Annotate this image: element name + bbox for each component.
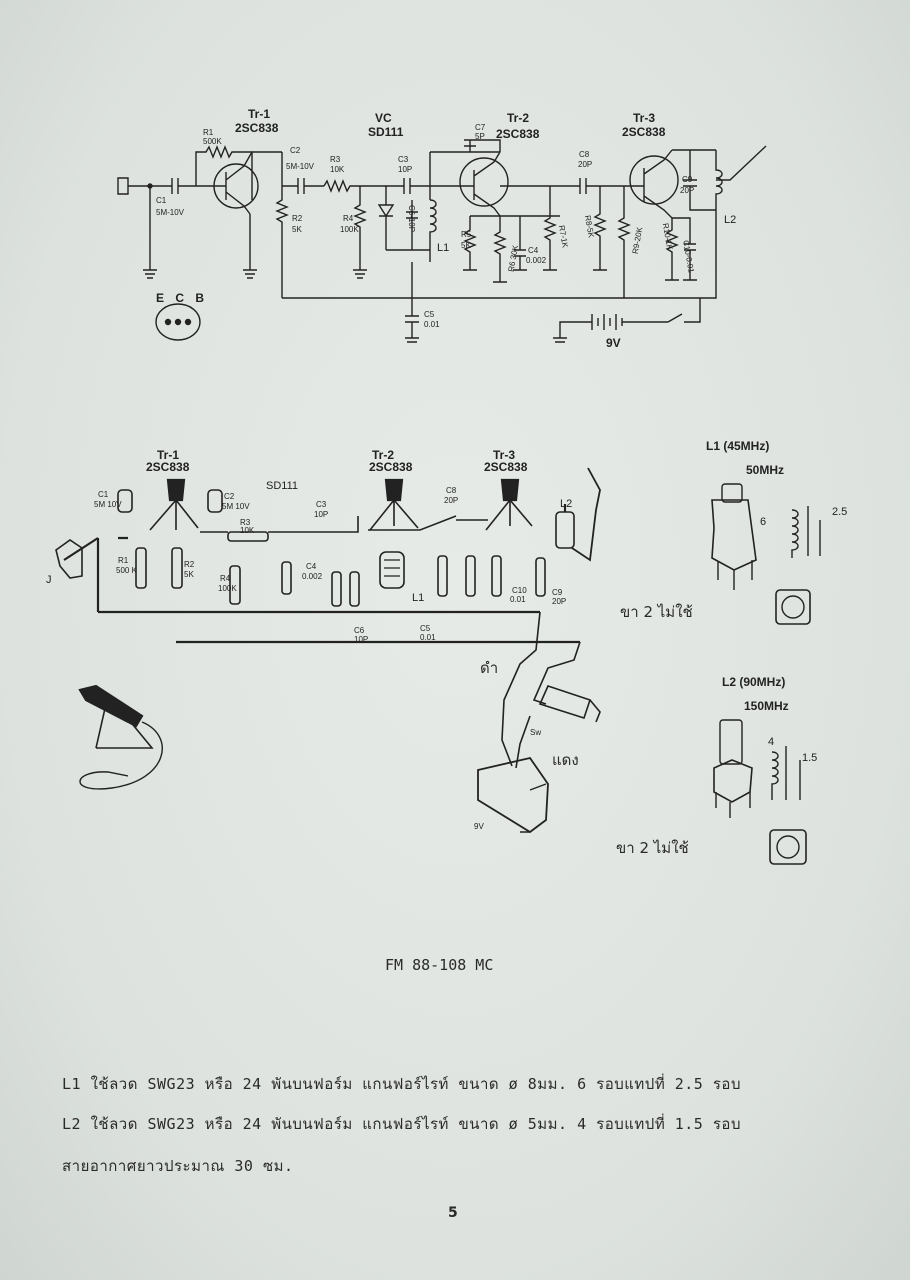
pic-c3-value: 10P [314, 510, 329, 519]
pic-r2-label: R2 [184, 560, 195, 569]
figure-caption: FM 88-108 MC [385, 956, 494, 974]
c2-value: 5M-10V [286, 162, 315, 171]
l2-label: L2 [724, 214, 737, 226]
pic-c8-label: C8 [446, 486, 457, 495]
pic-r1-value: 500 K [116, 566, 137, 575]
c1-label: C1 [156, 196, 167, 205]
l1-coil-turns: 6 [760, 516, 767, 528]
pic-c9-label: C9 [552, 588, 563, 597]
pic-r2-value: 5K [184, 570, 194, 579]
c7-label: C7 [475, 123, 486, 132]
c9-label: C9 [682, 175, 693, 184]
tr3-part: 2SC838 [622, 125, 666, 139]
pic-tr1-label: Tr-1 [157, 448, 180, 462]
pic-c1-label: C1 [98, 490, 109, 499]
pic-c6-value: 10P [354, 635, 369, 644]
pic-tr3-label: Tr-3 [493, 448, 516, 462]
l2-coil-title: L2 (90MHz) [722, 675, 786, 689]
l2-coil-tap: 1.5 [802, 752, 818, 764]
c4-value: 0.002 [526, 256, 547, 265]
pic-r4-label: R4 [220, 574, 231, 583]
note-line-l1: L1 ใช้ลวด SWG23 หรือ 24 พันบนฟอร์ม แกนฟอ… [62, 1075, 741, 1093]
r2-value: 5K [292, 225, 302, 234]
r1-value: 500K [203, 137, 222, 146]
l1-label: L1 [437, 242, 450, 254]
r1-label: R1 [203, 128, 214, 137]
c4-label: C4 [528, 246, 539, 255]
c8-label: C8 [579, 150, 590, 159]
pic-tr3-part: 2SC838 [484, 460, 528, 474]
vc-part: SD111 [368, 125, 404, 139]
ecb-pinout-label: E C B [156, 291, 209, 305]
pic-c4-label: C4 [306, 562, 317, 571]
pic-c6-label: C6 [354, 626, 365, 635]
note-line-antenna: สายอากาศยาวประมาณ 30 ซม. [62, 1157, 294, 1175]
page-number: 5 [448, 1205, 458, 1221]
pic-c4-value: 0.002 [302, 572, 323, 581]
l1-coil-freq: 50MHz [746, 463, 785, 477]
r5-value: 5K [461, 241, 471, 250]
pic-r4-value: 100K [218, 584, 237, 593]
tr1-label: Tr-1 [248, 107, 271, 121]
c2-label: C2 [290, 146, 301, 155]
pic-c1-value: 5M 10V [94, 500, 122, 509]
pic-tr1-part: 2SC838 [146, 460, 190, 474]
pic-sd111-label: SD111 [266, 480, 299, 492]
switch-label: Sw [530, 728, 542, 737]
l1-coil-title: L1 (45MHz) [706, 439, 770, 453]
c9-value: 20P [680, 186, 695, 195]
c5-label: C5 [424, 310, 435, 319]
pic-c9-value: 20P [552, 597, 567, 606]
c3-value: 10P [398, 165, 413, 174]
pic-c2-value: 5M 10V [222, 502, 250, 511]
c7-value: 5P [475, 132, 485, 141]
r4-label: R4 [343, 214, 354, 223]
pic-c5-value: 0.01 [420, 633, 436, 642]
battery-label: 9V [606, 336, 621, 350]
l1-coil-tap: 2.5 [832, 506, 848, 518]
pic-c5-label: C5 [420, 624, 431, 633]
tr3-label: Tr-3 [633, 111, 656, 125]
c5-value: 0.01 [424, 320, 440, 329]
pic-l1-label: L1 [412, 592, 425, 604]
tr1-part: 2SC838 [235, 121, 279, 135]
c3-label: C3 [398, 155, 409, 164]
pic-tr2-label: Tr-2 [372, 448, 395, 462]
pic-c10-value: 0.01 [510, 595, 526, 604]
l1-pin-note: ขา 2 ไม่ใช้ [620, 603, 693, 621]
pic-r1-label: R1 [118, 556, 129, 565]
r5-label: R5 [461, 230, 472, 239]
tr2-part: 2SC838 [496, 127, 540, 141]
r4-value: 100K [340, 225, 359, 234]
c1-value: 5M-10V [156, 208, 185, 217]
pic-l2-label: L2 [560, 498, 573, 510]
pic-battery-label: 9V [474, 822, 484, 831]
pic-r3-label: R3 [240, 518, 251, 527]
l2-coil-freq: 150MHz [744, 699, 789, 713]
wire-red-label: แดง [552, 751, 579, 769]
pic-r3-value: 10K [240, 526, 255, 535]
pic-tr2-part: 2SC838 [369, 460, 413, 474]
vc-label: VC [375, 111, 392, 125]
pic-c3-label: C3 [316, 500, 327, 509]
pic-c10-label: C10 [512, 586, 527, 595]
pic-jack-label: J [46, 574, 52, 586]
pic-c8-value: 20P [444, 496, 459, 505]
r3-value: 10K [330, 165, 345, 174]
wire-black-label: ดำ [480, 659, 499, 677]
note-line-l2: L2 ใช้ลวด SWG23 หรือ 24 พันบนฟอร์ม แกนฟอ… [62, 1115, 741, 1133]
tr2-label: Tr-2 [507, 111, 530, 125]
l2-coil-turns: 4 [768, 736, 775, 748]
l2-pin-note: ขา 2 ไม่ใช้ [616, 839, 689, 857]
pic-c2-label: C2 [224, 492, 235, 501]
r3-label: R3 [330, 155, 341, 164]
r2-label: R2 [292, 214, 303, 223]
c8-value: 20P [578, 160, 593, 169]
